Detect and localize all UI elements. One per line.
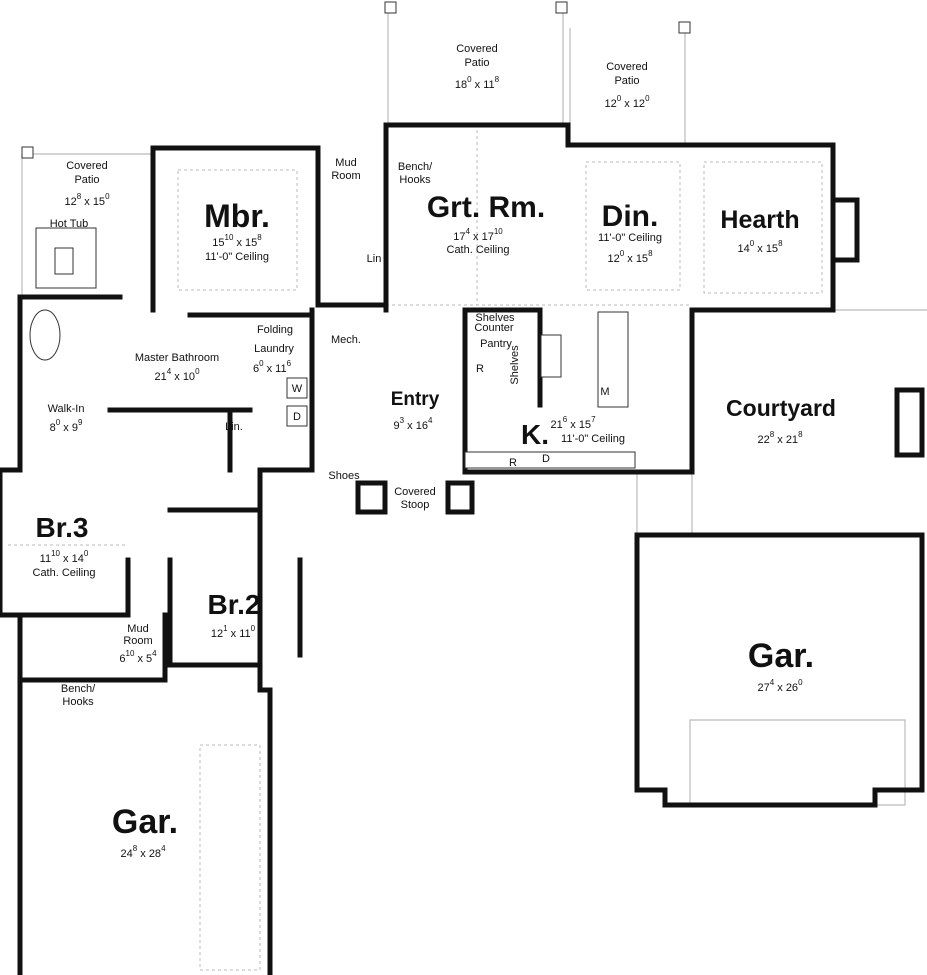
svg-text:Gar.: Gar. xyxy=(748,637,814,675)
svg-text:11'-0" Ceiling: 11'-0" Ceiling xyxy=(561,433,625,445)
svg-text:Shoes: Shoes xyxy=(328,470,360,482)
label-kitchen: K. 216 x 157 11'-0" Ceiling R D M xyxy=(509,386,625,469)
svg-text:Room: Room xyxy=(123,635,152,647)
svg-text:Shelves: Shelves xyxy=(475,312,515,324)
label-great-room: Grt. Rm. 174 x 1710 Cath. Ceiling xyxy=(427,191,545,256)
svg-text:D: D xyxy=(542,453,550,465)
svg-text:Covered: Covered xyxy=(606,61,648,73)
label-mud-room-bottom: Mud Room 610 x 54 Bench/ Hooks xyxy=(61,623,157,708)
label-garage-left: Gar. 248 x 284 xyxy=(112,803,178,860)
svg-text:120 x 120: 120 x 120 xyxy=(604,94,650,110)
label-courtyard: Courtyard 228 x 218 xyxy=(726,395,836,446)
svg-text:Covered: Covered xyxy=(394,486,436,498)
svg-text:174 x 1710: 174 x 1710 xyxy=(453,227,503,243)
svg-text:Hooks: Hooks xyxy=(399,174,431,186)
svg-text:Din.: Din. xyxy=(602,200,659,233)
svg-text:216 x 157: 216 x 157 xyxy=(550,415,596,431)
svg-text:1510 x 158: 1510 x 158 xyxy=(212,233,262,249)
svg-text:R: R xyxy=(476,363,484,375)
svg-text:W: W xyxy=(292,383,303,395)
svg-text:Walk-In: Walk-In xyxy=(48,403,85,415)
svg-text:Laundry: Laundry xyxy=(254,343,294,355)
svg-text:228 x 218: 228 x 218 xyxy=(757,430,803,446)
svg-text:K.: K. xyxy=(521,419,549,450)
svg-text:11'-0" Ceiling: 11'-0" Ceiling xyxy=(205,251,269,263)
svg-text:93 x 164: 93 x 164 xyxy=(394,416,433,432)
svg-text:1110 x 140: 1110 x 140 xyxy=(40,549,89,565)
label-pantry: Shelves Counter Pantry R Shelves xyxy=(474,312,521,385)
svg-text:180 x 118: 180 x 118 xyxy=(455,75,500,91)
svg-text:Mech.: Mech. xyxy=(331,334,361,346)
svg-text:274 x 260: 274 x 260 xyxy=(757,678,803,694)
svg-text:Bench/: Bench/ xyxy=(398,161,433,173)
svg-text:Covered: Covered xyxy=(66,160,108,172)
svg-text:121 x 110: 121 x 110 xyxy=(211,624,256,640)
label-mech: Mech. xyxy=(331,334,361,346)
label-mud-room-top: Mud Room Bench/ Hooks Lin xyxy=(331,157,433,265)
svg-text:M: M xyxy=(600,386,609,398)
svg-text:Counter: Counter xyxy=(474,322,513,334)
svg-text:128 x 150: 128 x 150 xyxy=(64,192,110,208)
walls xyxy=(0,122,925,975)
fixtures xyxy=(29,309,636,469)
label-br3: Br.3 1110 x 140 Cath. Ceiling xyxy=(33,512,96,579)
label-laundry: Folding Laundry 60 x 116 W D xyxy=(253,324,308,427)
label-mbr: Mbr. 1510 x 158 11'-0" Ceiling xyxy=(204,198,270,263)
label-dining: Din. 11'-0" Ceiling 120 x 158 xyxy=(598,200,662,265)
svg-text:Master Bathroom: Master Bathroom xyxy=(135,352,219,364)
svg-text:214 x 100: 214 x 100 xyxy=(154,367,200,383)
svg-text:Entry: Entry xyxy=(391,389,440,410)
label-patio-top: Covered Patio 180 x 118 xyxy=(455,43,500,91)
svg-text:Lin: Lin xyxy=(367,253,382,265)
svg-text:Mud: Mud xyxy=(127,623,148,635)
svg-text:Folding: Folding xyxy=(257,324,293,336)
svg-text:Hearth: Hearth xyxy=(720,206,799,234)
label-entry: Entry 93 x 164 xyxy=(391,389,440,432)
svg-text:Patio: Patio xyxy=(464,57,489,69)
svg-text:Patio: Patio xyxy=(74,174,99,186)
svg-text:Bench/: Bench/ xyxy=(61,683,96,695)
svg-text:Mud: Mud xyxy=(335,157,356,169)
svg-text:Room: Room xyxy=(331,170,360,182)
svg-text:Hot Tub: Hot Tub xyxy=(50,218,89,230)
svg-text:Cath. Ceiling: Cath. Ceiling xyxy=(33,567,96,579)
svg-text:610 x 54: 610 x 54 xyxy=(119,649,157,665)
svg-text:11'-0" Ceiling: 11'-0" Ceiling xyxy=(598,232,662,244)
svg-text:Stoop: Stoop xyxy=(401,499,430,511)
label-master-bath: Master Bathroom 214 x 100 xyxy=(135,352,219,383)
label-br2: Br.2 121 x 110 xyxy=(208,589,261,640)
svg-text:D: D xyxy=(293,411,301,423)
svg-text:Mbr.: Mbr. xyxy=(204,198,270,234)
label-garage-right: Gar. 274 x 260 xyxy=(748,637,814,694)
svg-text:Patio: Patio xyxy=(614,75,639,87)
svg-text:140 x 158: 140 x 158 xyxy=(737,239,783,255)
svg-text:Pantry: Pantry xyxy=(480,338,512,350)
svg-text:Br.2: Br.2 xyxy=(208,589,261,620)
label-patio-right: Covered Patio 120 x 120 xyxy=(604,61,650,110)
label-walk-in: Walk-In 80 x 99 Lin. Shoes Covered Stoop xyxy=(48,403,436,511)
svg-text:248 x 284: 248 x 284 xyxy=(120,844,166,860)
svg-text:Lin.: Lin. xyxy=(225,421,243,433)
svg-text:Grt. Rm.: Grt. Rm. xyxy=(427,191,545,224)
svg-text:Cath. Ceiling: Cath. Ceiling xyxy=(447,244,510,256)
svg-text:Br.3: Br.3 xyxy=(36,512,89,543)
svg-text:120 x 158: 120 x 158 xyxy=(607,249,653,265)
hot-tub xyxy=(35,227,97,289)
svg-text:60 x 116: 60 x 116 xyxy=(253,359,292,375)
svg-text:Covered: Covered xyxy=(456,43,498,55)
svg-text:Gar.: Gar. xyxy=(112,803,178,841)
svg-text:Hooks: Hooks xyxy=(62,696,94,708)
svg-text:R: R xyxy=(509,457,517,469)
label-hearth: Hearth 140 x 158 xyxy=(720,206,799,255)
svg-text:Shelves: Shelves xyxy=(509,345,521,385)
label-patio-left: Covered Patio 128 x 150 Hot Tub xyxy=(50,160,110,230)
svg-text:80 x 99: 80 x 99 xyxy=(50,418,83,434)
posts xyxy=(21,1,691,159)
svg-text:Courtyard: Courtyard xyxy=(726,395,836,421)
